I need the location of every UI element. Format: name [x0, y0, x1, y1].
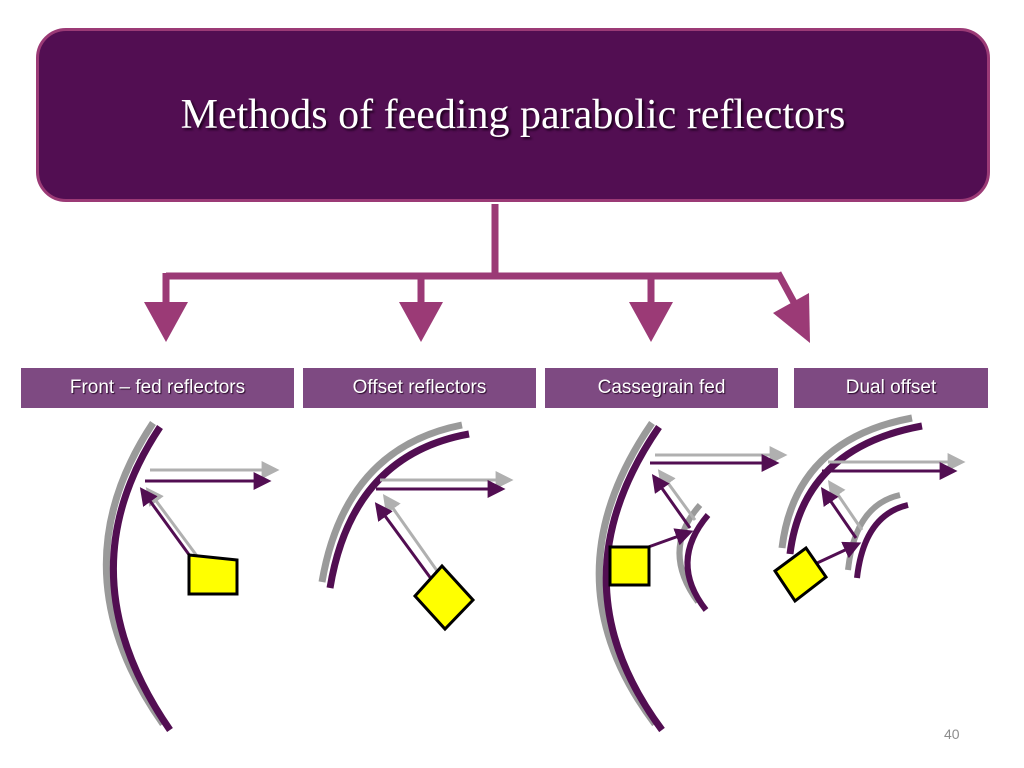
ray-feed: [374, 502, 434, 581]
label-front-fed: Front – fed reflectors: [21, 368, 294, 408]
subreflector: [854, 502, 909, 579]
label-offset: Offset reflectors: [303, 368, 536, 408]
ray-shadow-feed: [382, 494, 442, 576]
reflector-shadow: [778, 414, 913, 549]
main-reflector: [109, 425, 173, 732]
diagram-dual-offset: [772, 414, 966, 604]
ray-shadow-feed: [145, 487, 199, 557]
label-dual-offset: Dual offset: [794, 368, 988, 408]
title-banner: Methods of feeding parabolic reflectors: [36, 28, 990, 202]
arrowhead-3: [629, 302, 673, 342]
feed-horn: [187, 553, 239, 596]
main-reflector: [786, 422, 923, 555]
feed-horn: [608, 545, 651, 587]
page-title: Methods of feeding parabolic reflectors: [180, 92, 846, 138]
slide-number: 40: [944, 726, 960, 742]
ray-feed: [139, 487, 192, 557]
label-cassegrain: Cassegrain fed: [545, 368, 778, 408]
diagram-front-fed: [102, 421, 280, 732]
feed-horn: [412, 563, 476, 632]
main-reflector: [602, 425, 665, 733]
ray-sub: [820, 487, 858, 539]
reflector-shadow: [102, 421, 166, 727]
label-offset-text: Offset reflectors: [352, 377, 487, 398]
reflector-shadow: [318, 421, 463, 583]
arrowhead-4: [773, 293, 810, 343]
label-dual-offset-text: Dual offset: [845, 377, 937, 398]
ray-feed: [814, 541, 862, 566]
main-reflector: [326, 430, 470, 589]
subreflector: [684, 513, 711, 612]
diagram-offset: [318, 421, 514, 632]
label-cassegrain-text: Cassegrain fed: [597, 377, 726, 398]
arrowhead-1: [144, 302, 188, 342]
feed-horn: [772, 545, 829, 604]
label-front-fed-text: Front – fed reflectors: [69, 377, 246, 398]
arrowhead-2: [399, 302, 443, 342]
diagram-cassegrain: [595, 421, 788, 733]
ray-sub: [651, 474, 692, 529]
